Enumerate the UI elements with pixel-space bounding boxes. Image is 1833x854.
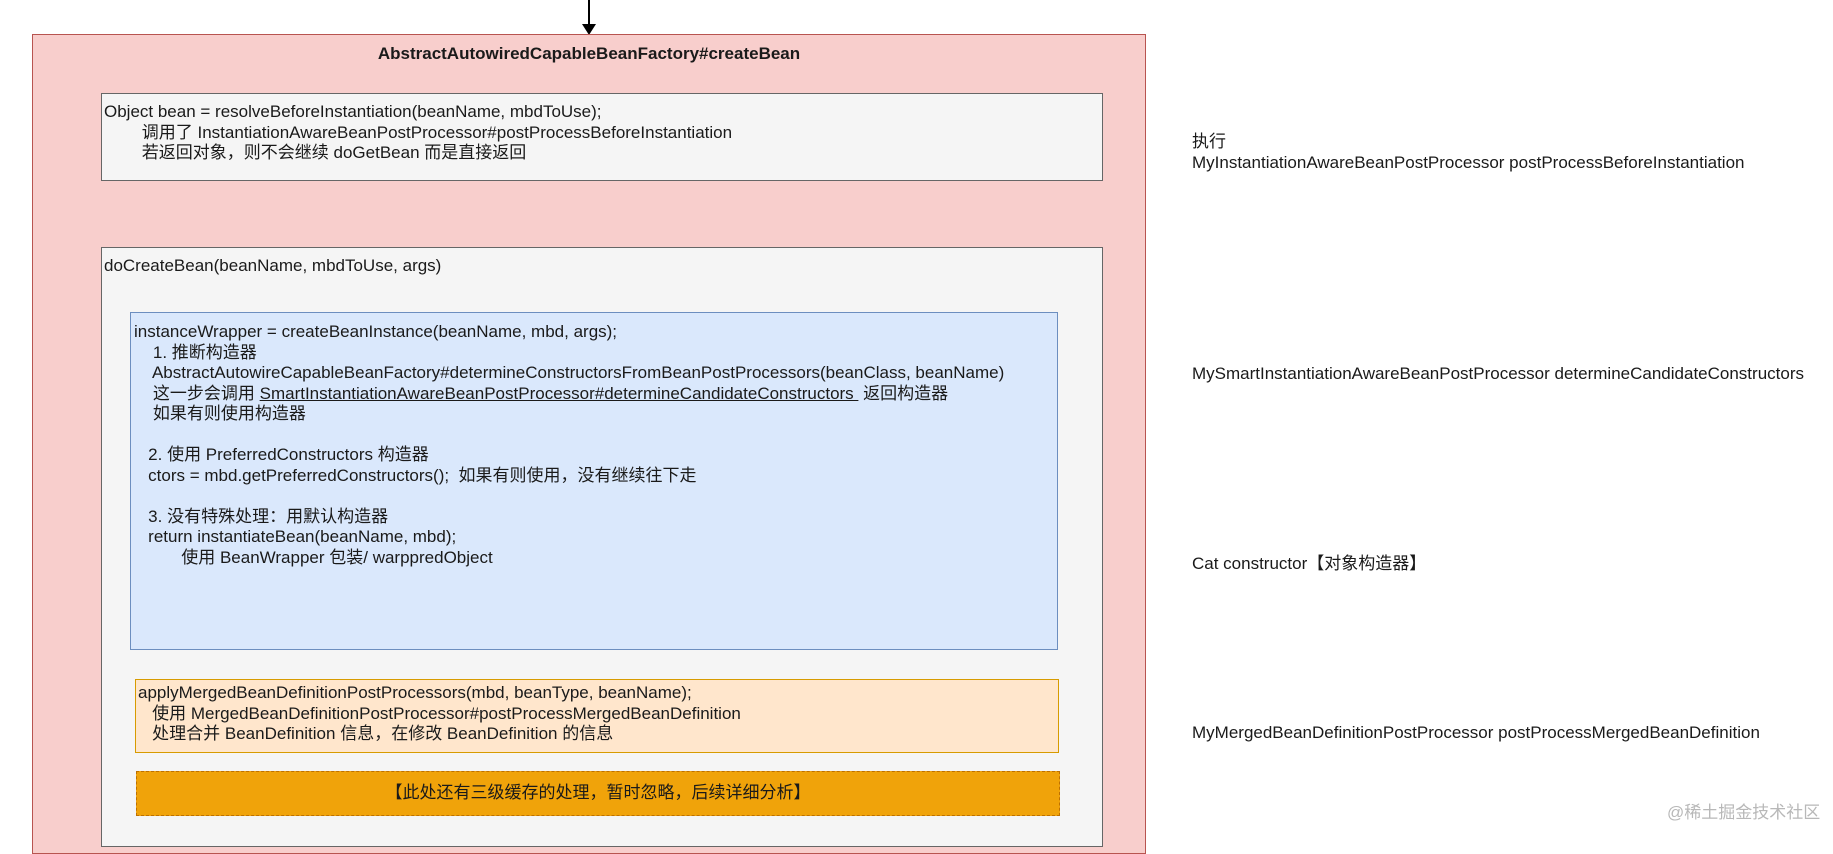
create-bean-instance-box [130, 312, 1058, 650]
do-create-bean-title: doCreateBean(beanName, mbdToUse, args) [104, 256, 442, 275]
create-bean-instance-text: instanceWrapper = createBeanInstance(bea… [134, 322, 1004, 568]
resolve-before-instantiation-text: Object bean = resolveBeforeInstantiation… [104, 102, 732, 164]
watermark: @稀土掘金技术社区 [1667, 803, 1821, 822]
instance-line-suffix: 返回构造器 [858, 383, 949, 403]
note-post-process-merged-bean-definition: MyMergedBeanDefinitionPostProcessor post… [1192, 723, 1760, 742]
three-level-cache-label: 【此处还有三级缓存的处理，暂时忽略，后续详细分析】 [385, 783, 811, 802]
instance-line: instanceWrapper = createBeanInstance(bea… [134, 322, 618, 341]
resolve-line: 若返回对象，则不会继续 doGetBean 而是直接返回 [104, 143, 527, 162]
incoming-arrow-head [582, 24, 596, 35]
resolve-before-instantiation-box [101, 93, 1103, 181]
merged-line: applyMergedBeanDefinitionPostProcessors(… [138, 683, 692, 702]
apply-merged-bean-definition-text: applyMergedBeanDefinitionPostProcessors(… [138, 683, 741, 745]
instance-blank-line: ​ [134, 425, 1004, 446]
instance-line: 使用 BeanWrapper 包装/ warppredObject [134, 547, 493, 567]
note-post-process-before-instantiation: 执行 MyInstantiationAwareBeanPostProcessor … [1192, 131, 1744, 173]
note1-line1: 执行 [1192, 132, 1226, 151]
note-cat-constructor: Cat constructor【对象构造器】 [1192, 554, 1427, 573]
instance-blank-line: ​ [134, 486, 1004, 507]
instance-line: 3. 没有特殊处理：用默认构造器 [134, 506, 389, 526]
merged-line: 处理合并 BeanDefinition 信息，在修改 BeanDefinitio… [138, 724, 614, 743]
apply-merged-bean-definition-box [135, 679, 1059, 753]
instance-line: ctors = mbd.getPreferredConstructors(); … [134, 465, 697, 485]
instance-line-prefix: 这一步会调用 [134, 383, 260, 403]
resolve-line: 调用了 InstantiationAwareBeanPostProcessor#… [104, 122, 733, 142]
instance-line: return instantiateBean(beanName, mbd); [134, 527, 457, 546]
note-determine-candidate-constructors: MySmartInstantiationAwareBeanPostProcess… [1192, 364, 1804, 383]
instance-line: 如果有则使用构造器 [134, 404, 306, 423]
create-bean-title: AbstractAutowiredCapableBeanFactory#crea… [377, 44, 801, 63]
instance-line: AbstractAutowireCapableBeanFactory#deter… [134, 363, 1005, 382]
instance-line: 1. 推断构造器 [134, 342, 257, 362]
three-level-cache-box [136, 771, 1060, 816]
resolve-line: Object bean = resolveBeforeInstantiation… [104, 102, 602, 121]
note1-line2: MyInstantiationAwareBeanPostProcessor po… [1192, 153, 1745, 172]
incoming-arrow-line [588, 0, 590, 26]
instance-line-with-link: 这一步会调用 SmartInstantiationAwareBeanPostPr… [134, 384, 1004, 405]
instance-line: 2. 使用 PreferredConstructors 构造器 [134, 445, 429, 464]
determine-candidate-constructors-link[interactable]: SmartInstantiationAwareBeanPostProcessor… [259, 383, 859, 403]
merged-line: 使用 MergedBeanDefinitionPostProcessor#pos… [138, 703, 741, 723]
